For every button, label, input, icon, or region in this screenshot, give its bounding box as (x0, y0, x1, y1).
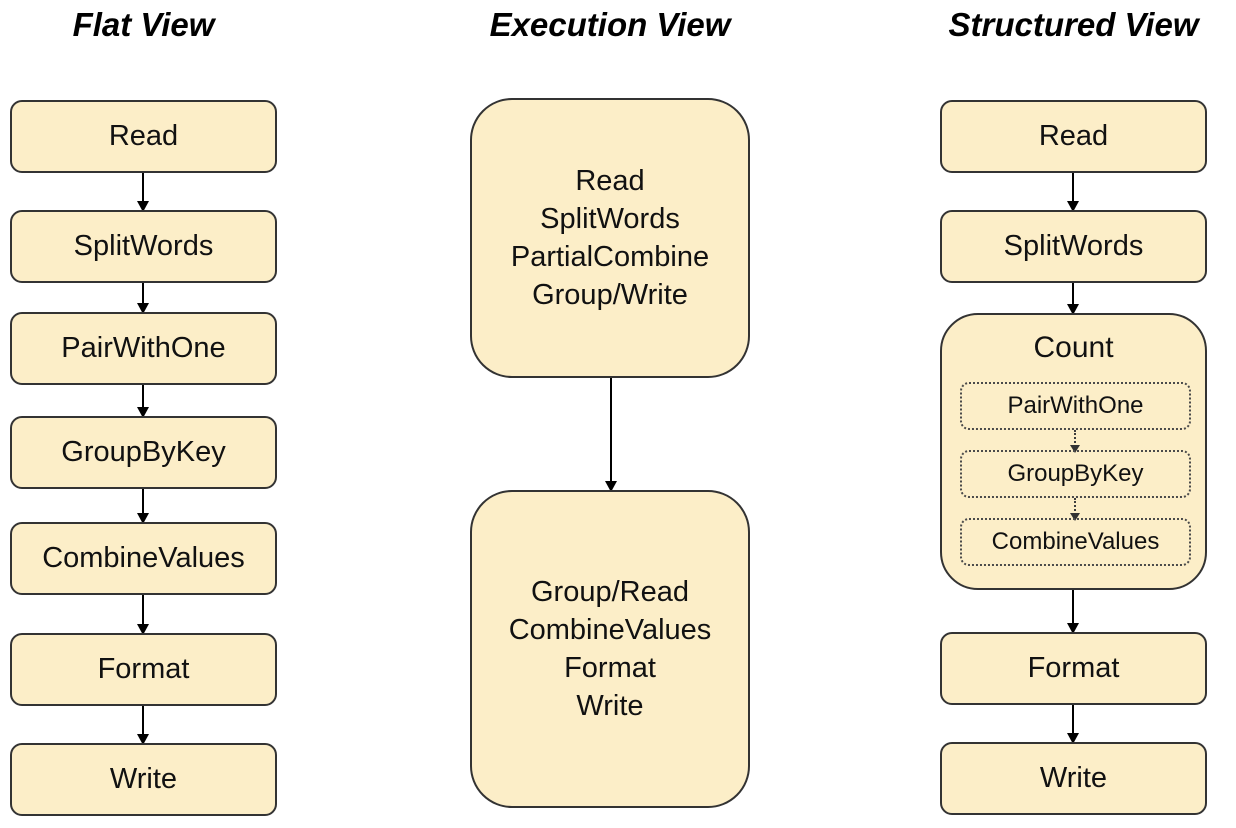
flow-arrow (610, 378, 612, 490)
structured-subnode-groupbykey: GroupByKey (960, 450, 1191, 498)
execution-stage1-line: PartialCombine (510, 241, 710, 273)
execution-view-title: Execution View (489, 6, 731, 43)
execution-stage2-line: CombineValues (508, 614, 712, 646)
structured-node-write: Write (940, 742, 1207, 815)
flow-arrow (142, 173, 144, 210)
flat-node-combinevalues: CombineValues (10, 522, 277, 595)
flow-arrow (142, 489, 144, 522)
execution-stage1-line: Group/Write (532, 279, 688, 311)
structured-node-format: Format (940, 632, 1207, 705)
count-label: Count (1033, 331, 1114, 364)
execution-stage2-line: Format (564, 652, 656, 684)
flat-node-format: Format (10, 633, 277, 706)
flow-arrow (142, 595, 144, 633)
flat-node-splitwords: SplitWords (10, 210, 277, 283)
flow-arrow (142, 283, 144, 312)
flow-arrow (142, 385, 144, 416)
flat-node-groupbykey: GroupByKey (10, 416, 277, 489)
execution-stage1-line: SplitWords (540, 203, 680, 235)
flow-arrow (1072, 705, 1074, 742)
execution-stage1-box: Read SplitWords PartialCombine Group/Wri… (470, 98, 750, 378)
structured-subnode-combinevalues: CombineValues (960, 518, 1191, 566)
flat-node-pairwithone: PairWithOne (10, 312, 277, 385)
flat-node-read: Read (10, 100, 277, 173)
flow-arrow (1072, 283, 1074, 313)
dotted-flow-arrow (1070, 430, 1080, 453)
structured-node-read: Read (940, 100, 1207, 173)
execution-stage2-box: Group/Read CombineValues Format Write (470, 490, 750, 808)
dotted-flow-arrow (1070, 498, 1080, 521)
flow-arrow (1072, 590, 1074, 632)
structured-count-box: Count PairWithOne GroupByKey CombineValu… (940, 313, 1207, 590)
execution-stage1-line: Read (575, 165, 645, 197)
structured-view-title: Structured View (948, 6, 1199, 43)
flat-node-write: Write (10, 743, 277, 816)
execution-stage2-line: Write (576, 690, 644, 722)
flow-arrow (142, 706, 144, 743)
flat-view-title: Flat View (72, 6, 215, 43)
flow-arrow (1072, 173, 1074, 210)
structured-subnode-pairwithone: PairWithOne (960, 382, 1191, 430)
structured-node-splitwords: SplitWords (940, 210, 1207, 283)
execution-stage2-line: Group/Read (531, 576, 689, 608)
